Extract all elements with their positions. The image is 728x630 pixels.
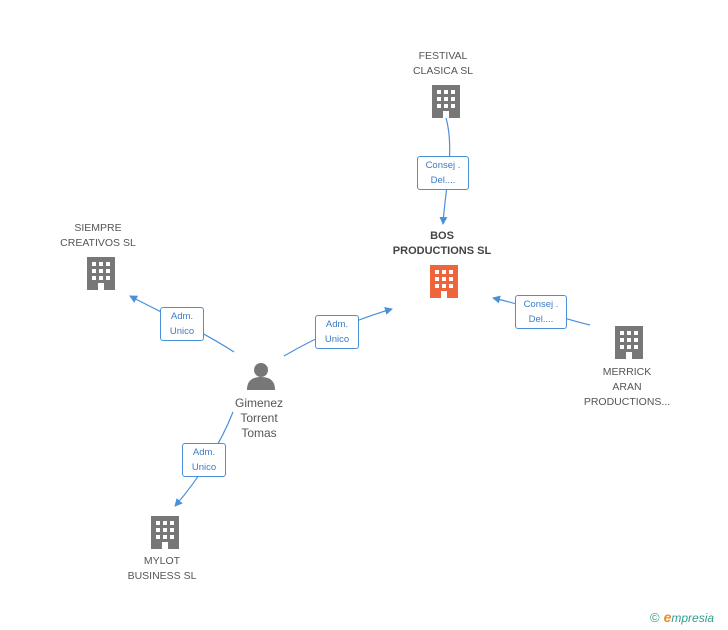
copyright-icon: © (650, 610, 660, 625)
node-label-festival-clasica[interactable]: FESTIVAL CLASICA SL (412, 50, 474, 77)
node-label-gimenez-torrent[interactable]: Gimenez Torrent Tomas (234, 396, 284, 440)
edge-label-gimenez-bos[interactable]: Adm. Unico (315, 315, 359, 349)
node-label-merrick-aran[interactable]: MERRICK ARAN PRODUCTIONS... (583, 366, 671, 408)
person-icon[interactable] (247, 363, 275, 390)
node-label-siempre-creativos[interactable]: SIEMPRE CREATIVOS SL (60, 222, 136, 249)
building-icon[interactable] (432, 85, 460, 118)
brand-name: mpresia (671, 611, 715, 625)
building-icon[interactable] (615, 326, 643, 359)
node-label-bos-productions[interactable]: BOS PRODUCTIONS SL (392, 230, 492, 257)
building-icon[interactable] (430, 265, 458, 298)
node-label-mylot-business[interactable]: MYLOT BUSINESS SL (127, 555, 197, 582)
edge-label-gimenez-mylot[interactable]: Adm. Unico (182, 443, 226, 477)
building-icon[interactable] (151, 516, 179, 549)
edge-label-gimenez-siempre[interactable]: Adm. Unico (160, 307, 204, 341)
empresia-brand: ©empresia (650, 609, 714, 625)
building-icon[interactable] (87, 257, 115, 290)
edge-label-festival-bos[interactable]: Consej . Del.... (417, 156, 469, 190)
brand-logo-e: e (663, 609, 672, 625)
edge-label-merrick-bos[interactable]: Consej . Del.... (515, 295, 567, 329)
